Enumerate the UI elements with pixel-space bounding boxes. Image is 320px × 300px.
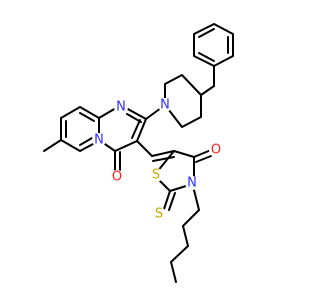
pentyl-5 bbox=[170, 261, 177, 283]
c8-c7 bbox=[60, 106, 81, 119]
atom-n-piperidine-label: N bbox=[160, 98, 170, 113]
atom-s-ring: S bbox=[149, 168, 163, 183]
c3-c2-double bbox=[131, 119, 141, 139]
c4-c3 bbox=[114, 140, 138, 152]
atom-labels: N N N O O S S bbox=[92, 98, 223, 222]
n1-c8a bbox=[98, 107, 117, 119]
c2-n1 bbox=[125, 107, 147, 120]
benzyl-ring bbox=[193, 23, 234, 67]
c3-c2 bbox=[136, 118, 147, 142]
atom-n-bridgehead: N bbox=[92, 133, 106, 148]
c8a-c8 bbox=[79, 106, 100, 119]
atom-o-pyrimidinone: O bbox=[110, 170, 124, 185]
atom-o-thiazolidinone-label: O bbox=[211, 143, 221, 158]
atom-n-piperidine: N bbox=[158, 98, 172, 113]
atom-s-thione-label: S bbox=[155, 207, 163, 222]
bonds bbox=[43, 23, 234, 283]
ch-c5-double bbox=[152, 156, 175, 162]
c4-o-thz-double bbox=[195, 155, 212, 163]
c5-n-bridge bbox=[79, 143, 94, 152]
pentyl-3 bbox=[182, 225, 189, 247]
c4-o-thz bbox=[193, 149, 212, 158]
structure-canvas: N N N O O S S bbox=[43, 23, 234, 283]
c6-c5 bbox=[60, 139, 81, 152]
ch-c5-thz bbox=[151, 150, 175, 157]
atom-s-thione: S bbox=[152, 207, 166, 222]
atom-o-pyrimidinone-label: O bbox=[112, 170, 122, 185]
atom-s-ring-label: S bbox=[152, 168, 160, 183]
c5-c4-thz bbox=[173, 150, 195, 158]
methyl-bond bbox=[43, 139, 62, 152]
s-ring-c5 bbox=[156, 150, 175, 173]
c2-s-thione-double bbox=[168, 192, 176, 211]
pentyl-2 bbox=[182, 209, 200, 227]
c2-s-thione bbox=[163, 190, 171, 210]
pentyl-4 bbox=[170, 245, 189, 263]
benzyl-ring-double-1 bbox=[198, 28, 215, 38]
n-c2-thz bbox=[169, 185, 187, 192]
c8a-c8-double bbox=[79, 112, 95, 122]
molecule-diagram: N N N O O S S bbox=[43, 23, 234, 283]
pentyl-1 bbox=[193, 189, 200, 211]
benzyl-ring-double-3 bbox=[198, 52, 215, 62]
atom-n-bridgehead-label: N bbox=[94, 133, 104, 148]
atom-o-thiazolidinone: O bbox=[209, 143, 223, 158]
atom-n-thiazolidinone: N bbox=[185, 176, 199, 191]
atom-n-thiazolidinone-label: N bbox=[187, 176, 197, 191]
c3-ch-bond bbox=[136, 140, 153, 157]
atom-n-pyrimidine: N bbox=[114, 100, 128, 115]
atom-n-pyrimidine-label: N bbox=[116, 100, 126, 115]
ch2-pip-bond bbox=[200, 85, 215, 96]
c5-n-double bbox=[79, 137, 93, 146]
